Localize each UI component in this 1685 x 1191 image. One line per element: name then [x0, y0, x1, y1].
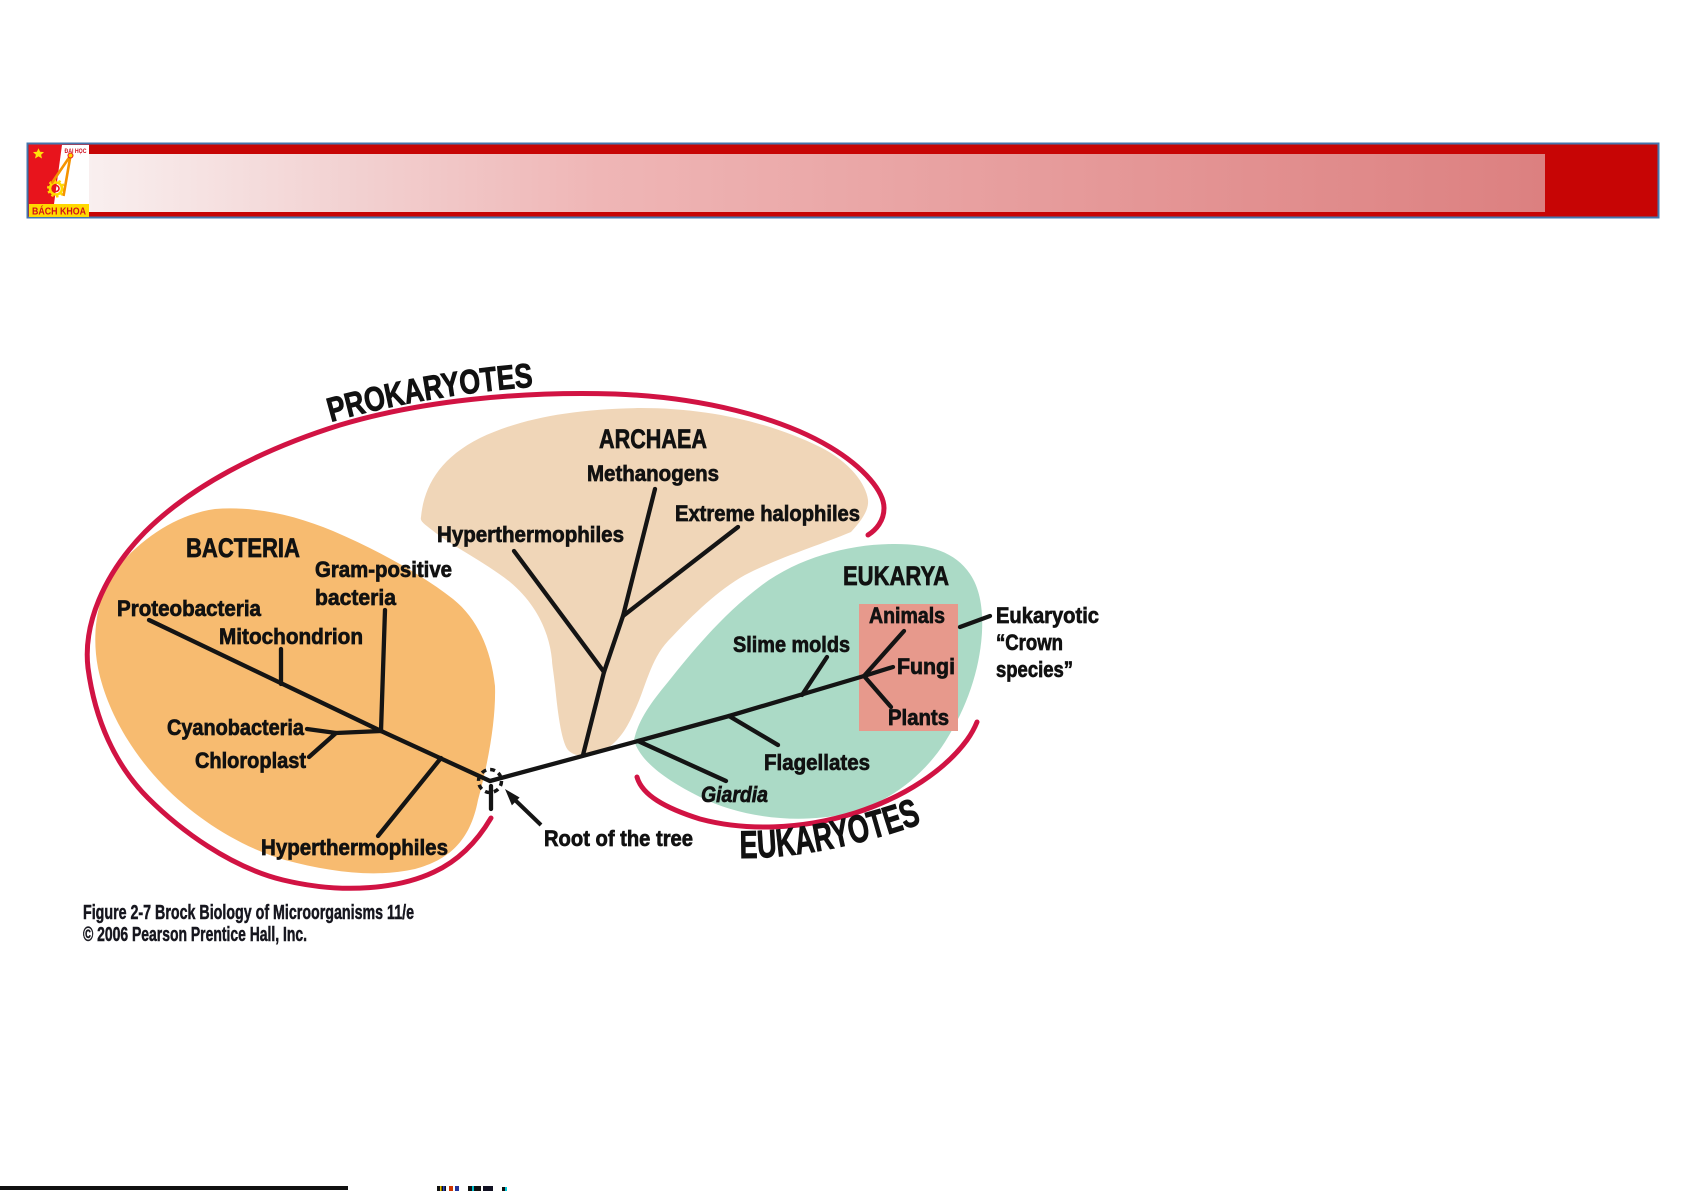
- svg-text:Hyperthermophiles: Hyperthermophiles: [437, 522, 624, 547]
- svg-text:ĐẠI HỌC: ĐẠI HỌC: [65, 149, 88, 155]
- svg-text:Fungi: Fungi: [897, 654, 955, 679]
- svg-text:Mitochondrion: Mitochondrion: [219, 624, 363, 649]
- svg-text:Figure 2-7 Brock Biology of M: Figure 2-7 Brock Biology of Microorganis…: [83, 902, 414, 924]
- svg-text:Slime molds: Slime molds: [733, 632, 850, 657]
- svg-text:Cyanobacteria: Cyanobacteria: [167, 715, 305, 740]
- svg-text:Eukaryotic: Eukaryotic: [996, 603, 1099, 628]
- svg-text:© 2006 Pearson Prentice Hall,: © 2006 Pearson Prentice Hall, Inc.: [83, 924, 307, 946]
- svg-text:Methanogens: Methanogens: [587, 461, 719, 486]
- svg-text:Root of the tree: Root of the tree: [544, 826, 693, 851]
- svg-text:Proteobacteria: Proteobacteria: [117, 596, 262, 621]
- svg-text:species”: species”: [996, 657, 1073, 682]
- svg-text:Animals: Animals: [869, 603, 945, 628]
- svg-text:Extreme halophiles: Extreme halophiles: [675, 501, 860, 526]
- svg-text:BÁCH KHOA: BÁCH KHOA: [32, 205, 86, 218]
- svg-text:Flagellates: Flagellates: [764, 750, 870, 775]
- svg-text:Chloroplast: Chloroplast: [195, 748, 307, 773]
- svg-text:BACTERIA: BACTERIA: [186, 533, 300, 563]
- svg-text:“Crown: “Crown: [996, 630, 1063, 655]
- svg-text:bacteria: bacteria: [315, 585, 397, 610]
- svg-text:Plants: Plants: [888, 705, 949, 730]
- svg-text:Hyperthermophiles: Hyperthermophiles: [261, 835, 448, 860]
- svg-text:EUKARYA: EUKARYA: [843, 561, 949, 591]
- svg-text:PROKARYOTES: PROKARYOTES: [323, 357, 534, 430]
- svg-text:Giardia: Giardia: [701, 782, 768, 807]
- svg-text:ARCHAEA: ARCHAEA: [599, 424, 707, 454]
- svg-text:Gram-positive: Gram-positive: [315, 557, 452, 582]
